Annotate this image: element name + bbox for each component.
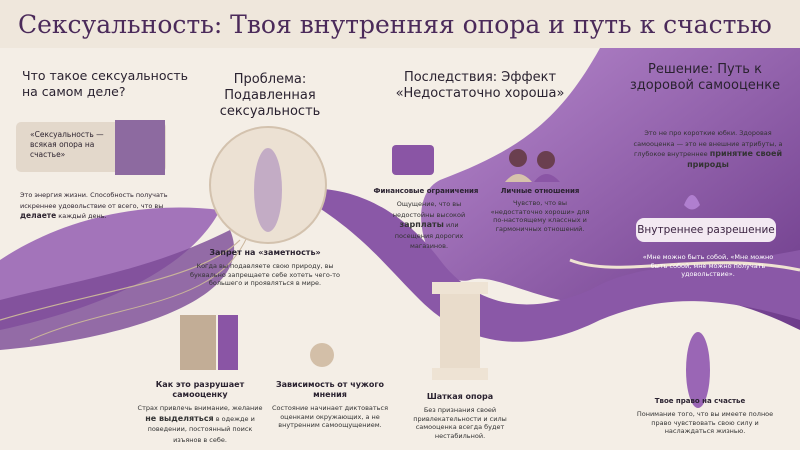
item-text: Страх привлечь внимание, желание не выде… bbox=[135, 403, 265, 445]
text: Это не про короткие юбки. Здоровая самоо… bbox=[633, 129, 783, 158]
bold-text: принятие своей природы bbox=[687, 149, 783, 169]
item-heading: Как это разрушает самооценку bbox=[155, 380, 245, 399]
section2-subheading: Запрет на «заметность» bbox=[209, 248, 321, 257]
section2-heading: Проблема: Подавленная сексуальность bbox=[219, 72, 321, 119]
item-heading: Твое право на счастье bbox=[654, 397, 746, 405]
section2-text: Когда вы подавляете свою природу, вы бук… bbox=[190, 262, 340, 287]
bold-text: делаете bbox=[20, 211, 57, 220]
item-heading: Зависимость от чужого мнения bbox=[275, 380, 385, 399]
item-heading: Финансовые ограничения bbox=[373, 187, 479, 195]
section4-text: Это не про короткие юбки. Здоровая самоо… bbox=[632, 128, 784, 170]
section3-heading: Последствия: Эффект «Недостаточно хороша… bbox=[395, 70, 565, 101]
affirmation-text: «Мне можно быть собой, «Мне можно быть с… bbox=[642, 253, 774, 278]
freud-quote: «Сексуальность — всякая опора на счастье… bbox=[30, 130, 104, 159]
item-text: Без признания своей привлекательности и … bbox=[413, 406, 507, 440]
item-text: Состояние начинает диктоваться оценками … bbox=[271, 404, 388, 429]
text: каждый день. bbox=[58, 212, 107, 220]
inner-permission-badge: Внутреннее разрешение bbox=[636, 218, 776, 242]
text: Ощущение, что вы недостойны высокой bbox=[392, 200, 466, 219]
item-text: Ощущение, что вы недостойны высокой зарп… bbox=[383, 199, 475, 252]
item-heading: Шаткая опора bbox=[426, 392, 494, 401]
item-heading: Личные отношения bbox=[500, 187, 580, 195]
page-title: Сексуальность: Твоя внутренняя опора и п… bbox=[0, 0, 800, 48]
section1-heading: Что такое сексуальность на самом деле? bbox=[22, 68, 189, 99]
section1-text: Это энергия жизни. Способность получать … bbox=[20, 190, 170, 222]
text: Это энергия жизни. Способность получать … bbox=[20, 191, 168, 210]
section4-heading: Решение: Путь к здоровой самооценке bbox=[629, 62, 781, 93]
item-text: Чувство, что вы «недостаточно хороши» дл… bbox=[490, 199, 590, 233]
text: Страх привлечь внимание, желание bbox=[137, 404, 263, 412]
text: или посещения дорогих магазинов. bbox=[394, 221, 464, 250]
bold-text: не выделяться bbox=[145, 413, 214, 423]
bold-text: зарплаты bbox=[399, 220, 444, 229]
item-text: Понимание того, что вы имеете полное пра… bbox=[636, 410, 774, 435]
text: в одежде и поведении, постоянный поиск и… bbox=[147, 414, 255, 444]
